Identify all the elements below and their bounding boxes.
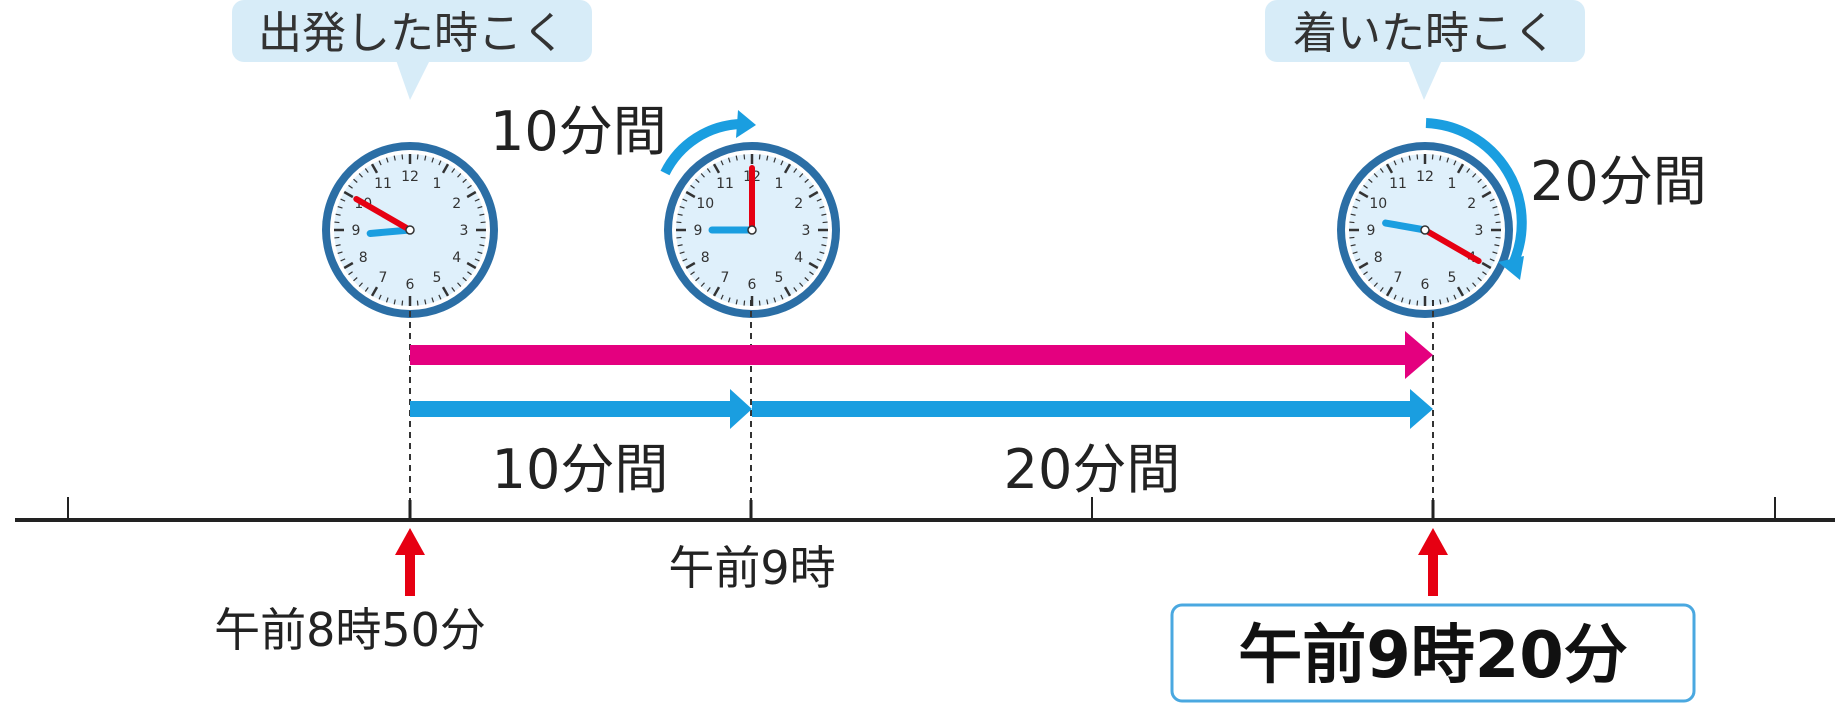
minute-hand — [353, 196, 413, 233]
clock-number: 8 — [1374, 250, 1383, 266]
clock-nine: 121234567891011 — [664, 142, 840, 318]
clock-number: 3 — [460, 223, 469, 239]
clock-duration-10min-label: 10分間 — [490, 100, 667, 163]
clock-number: 3 — [1475, 223, 1484, 239]
clock-elapsed-arc-20min — [1425, 118, 1527, 280]
departure-bubble-label: 出発した時こく — [258, 8, 566, 59]
result-time-label: 午前9時20分 — [1238, 619, 1628, 693]
clock-number: 2 — [1467, 196, 1476, 212]
clock-number: 10 — [1369, 196, 1387, 212]
clock-number: 1 — [775, 176, 784, 192]
clock-number: 7 — [721, 270, 730, 286]
timeline-duration-10min-label: 10分間 — [492, 438, 669, 501]
result-box: 午前9時20分 — [1170, 603, 1696, 703]
clock-number: 9 — [694, 223, 703, 239]
clock-number: 9 — [352, 223, 361, 239]
clock-number: 6 — [406, 277, 415, 293]
clock-arrival: 121234567891011 — [1337, 142, 1513, 318]
clock-number: 10 — [696, 196, 714, 212]
clock-number: 12 — [1416, 169, 1434, 185]
clock-number: 1 — [433, 176, 442, 192]
clock-number: 5 — [775, 270, 784, 286]
clock-number: 11 — [1389, 176, 1407, 192]
timeline-duration-20min-label: 20分間 — [1004, 438, 1181, 501]
nine-time-label: 午前9時 — [668, 541, 835, 595]
clock-number: 12 — [401, 169, 419, 185]
departure-bubble: 出発した時こく — [232, 0, 592, 100]
clock-departure: 121234567891011 — [322, 142, 498, 318]
clock-number: 6 — [748, 277, 757, 293]
clock-duration-20min-label: 20分間 — [1530, 150, 1707, 213]
segment-arrow-20min — [752, 389, 1433, 429]
clock-number: 4 — [794, 250, 803, 266]
clock-number: 8 — [701, 250, 710, 266]
clock-number: 6 — [1421, 277, 1430, 293]
clock-elapsed-arc-10min — [660, 110, 756, 176]
clock-number: 9 — [1367, 223, 1376, 239]
clock-number: 11 — [374, 176, 392, 192]
start-marker-arrow — [395, 528, 425, 596]
clock-number: 2 — [452, 196, 461, 212]
arrival-bubble-label: 着いた時こく — [1293, 8, 1557, 59]
start-time-label: 午前8時50分 — [214, 603, 486, 657]
clock-number: 4 — [452, 250, 461, 266]
hour-hand — [1382, 219, 1429, 234]
clock-number: 11 — [716, 176, 734, 192]
total-duration-arrow — [410, 331, 1433, 379]
clock-number: 1 — [1448, 176, 1457, 192]
clock-number: 8 — [359, 250, 368, 266]
clock-number: 7 — [1394, 270, 1403, 286]
timeline — [15, 497, 1835, 522]
hour-hand — [366, 226, 414, 237]
arrival-bubble: 着いた時こく — [1265, 0, 1585, 100]
end-marker-arrow — [1418, 528, 1448, 596]
minute-hand — [1422, 227, 1482, 264]
clock-number: 5 — [1448, 270, 1457, 286]
clock-number: 2 — [794, 196, 803, 212]
clock-number: 3 — [802, 223, 811, 239]
segment-arrow-10min — [410, 389, 752, 429]
clock-number: 5 — [433, 270, 442, 286]
clock-number: 7 — [379, 270, 388, 286]
